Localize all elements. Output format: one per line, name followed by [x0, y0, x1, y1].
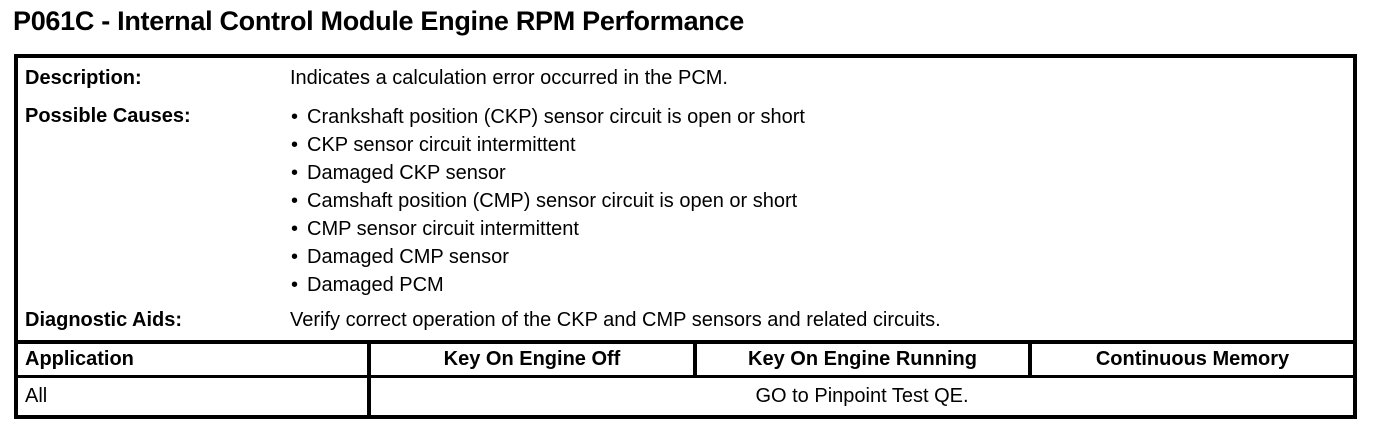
header-key-on-engine-off: Key On Engine Off — [371, 344, 697, 375]
description-value: Indicates a calculation error occurred i… — [290, 67, 728, 89]
description-row: Description: Indicates a calculation err… — [18, 65, 1353, 91]
cause-item: Damaged CMP sensor — [290, 243, 1353, 271]
dtc-info-table: Description: Indicates a calculation err… — [14, 54, 1357, 419]
cause-item: Damaged PCM — [290, 271, 1353, 299]
cause-item: Crankshaft position (CKP) sensor circuit… — [290, 103, 1353, 131]
cause-item: Camshaft position (CMP) sensor circuit i… — [290, 187, 1353, 215]
cause-item: CKP sensor circuit intermittent — [290, 131, 1353, 159]
description-label: Description: — [25, 67, 142, 89]
application-value-cell: All — [18, 378, 371, 415]
page-title: P061C - Internal Control Module Engine R… — [13, 6, 744, 36]
application-table-header-row: Application Key On Engine Off Key On Eng… — [18, 340, 1353, 378]
header-key-on-engine-running: Key On Engine Running — [697, 344, 1032, 375]
diagnostic-aids-row: Diagnostic Aids: Verify correct operatio… — [18, 307, 1353, 333]
possible-causes-row: Possible Causes: Crankshaft position (CK… — [18, 103, 1353, 299]
application-table-data-row: All GO to Pinpoint Test QE. — [18, 378, 1353, 415]
cause-item: Damaged CKP sensor — [290, 159, 1353, 187]
header-continuous-memory: Continuous Memory — [1095, 348, 1290, 370]
info-section: Description: Indicates a calculation err… — [18, 58, 1353, 340]
header-application: Application — [18, 344, 371, 375]
possible-causes-list: Crankshaft position (CKP) sensor circuit… — [290, 103, 1353, 299]
diagnostic-aids-label: Diagnostic Aids: — [25, 309, 183, 331]
cause-item: CMP sensor circuit intermittent — [290, 215, 1353, 243]
diagnostic-aids-value: Verify correct operation of the CKP and … — [290, 309, 941, 331]
pinpoint-test-action-cell: GO to Pinpoint Test QE. — [755, 385, 969, 407]
possible-causes-label: Possible Causes: — [25, 105, 191, 127]
